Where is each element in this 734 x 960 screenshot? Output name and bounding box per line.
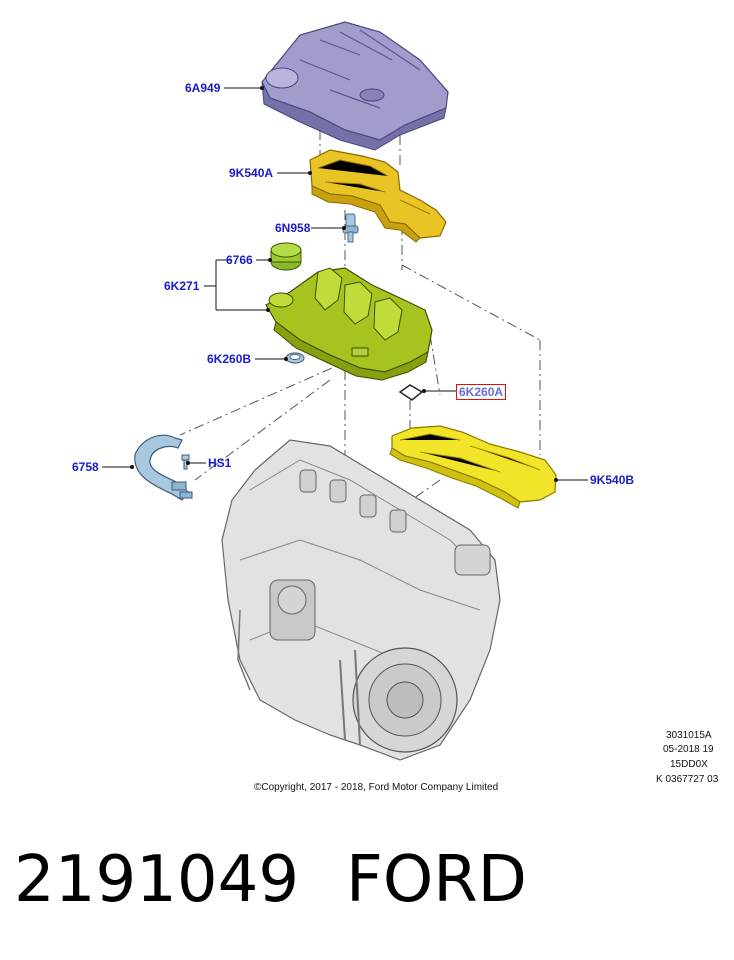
heat-shield-lower-part bbox=[389, 425, 557, 509]
label-6766[interactable]: 6766 bbox=[226, 253, 253, 267]
meta-line-1: 3031015A bbox=[666, 730, 712, 741]
label-6k260a-highlighted[interactable]: 6K260A bbox=[456, 384, 507, 400]
copyright-notice: ©Copyright, 2017 - 2018, Ford Motor Comp… bbox=[254, 782, 499, 793]
label-9k540b[interactable]: 9K540B bbox=[590, 473, 635, 487]
engine-cover-part bbox=[261, 21, 449, 151]
gasket-6k260a-part bbox=[398, 384, 424, 401]
label-6758[interactable]: 6758 bbox=[72, 460, 99, 474]
label-hs1[interactable]: HS1 bbox=[208, 456, 232, 470]
meta-line-4: K 0367727 03 bbox=[656, 774, 719, 785]
label-6k271[interactable]: 6K271 bbox=[164, 279, 200, 293]
meta-line-3: 15DD0X bbox=[670, 759, 708, 770]
heat-shield-upper-part bbox=[309, 149, 447, 243]
rocker-cover-part bbox=[265, 267, 433, 381]
grommet-6k260b-part bbox=[285, 352, 305, 364]
part-number-caption: 2191049 bbox=[14, 843, 300, 917]
leader-dots bbox=[130, 86, 558, 482]
label-6a949[interactable]: 6A949 bbox=[185, 81, 221, 95]
leader-lines bbox=[102, 87, 588, 481]
oil-filler-cap-part bbox=[270, 242, 302, 271]
breather-hose-part bbox=[134, 434, 193, 501]
meta-line-2: 05-2018 19 bbox=[663, 744, 714, 755]
engine-block-illustration bbox=[221, 439, 501, 761]
label-6k260b[interactable]: 6K260B bbox=[207, 352, 252, 366]
label-9k540a[interactable]: 9K540A bbox=[229, 166, 274, 180]
brand-caption: FORD bbox=[346, 843, 527, 917]
label-6n958[interactable]: 6N958 bbox=[275, 221, 311, 235]
assembly-dash-lines bbox=[179, 110, 541, 560]
